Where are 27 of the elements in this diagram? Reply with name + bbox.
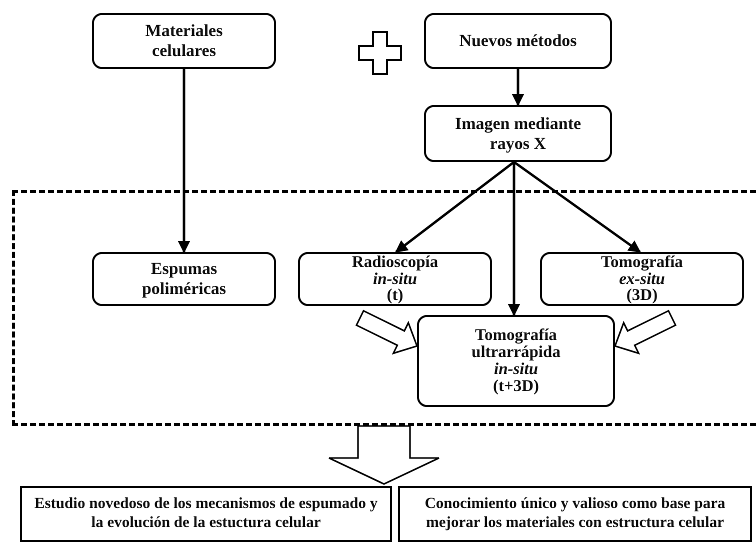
block-arrow — [614, 310, 677, 355]
arrow — [513, 160, 642, 254]
block-arrow — [355, 310, 418, 355]
node-text: Radioscopía in-situ (t) — [350, 254, 440, 304]
arrow — [395, 161, 515, 253]
process-box — [92, 13, 276, 69]
process-box — [298, 252, 492, 306]
node-text: Materiales celulares — [144, 21, 224, 61]
process-box — [540, 252, 744, 306]
node-text: Tomografía ultrarrápida in-situ (t+3D) — [470, 327, 562, 395]
block-arrow — [328, 425, 440, 485]
node-text: Estudio novedoso de los mecanismos de espumado y la evolución de la estuctura celular — [33, 495, 379, 533]
dashed-region — [12, 190, 756, 426]
process-box — [417, 315, 615, 407]
process-box — [424, 105, 612, 162]
process-box — [424, 13, 612, 69]
node-text: Imagen mediante rayos X — [454, 114, 582, 154]
node-text: Nuevos métodos — [458, 31, 578, 51]
node-text: Tomografía ex-situ (3D) — [600, 254, 684, 304]
node-text: Espumas poliméricas — [140, 259, 228, 299]
arrow — [508, 162, 520, 316]
arrow — [178, 69, 190, 254]
arrow — [512, 69, 524, 106]
result-box — [20, 486, 392, 542]
node-text: Conocimiento único y valioso como base para mejorar los materiales con estructura celular — [424, 495, 726, 533]
process-box — [92, 252, 276, 306]
result-box — [398, 486, 752, 542]
